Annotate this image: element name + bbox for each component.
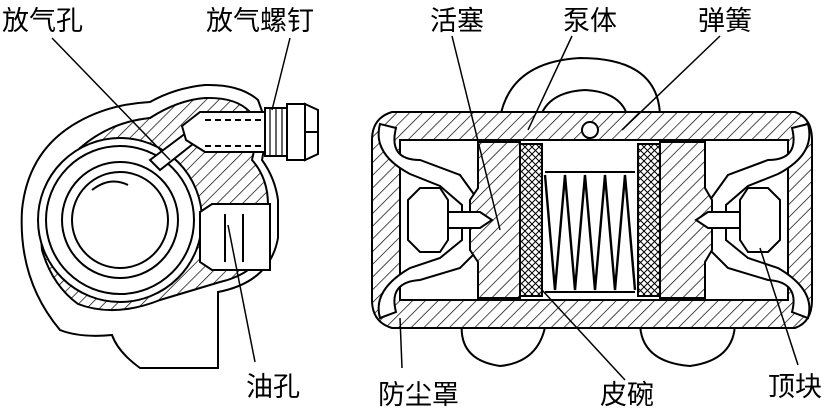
piston-right — [659, 141, 713, 299]
label-spring: 弹簧 — [698, 6, 752, 37]
leader-lines — [51, 35, 799, 381]
bottom-lobe-right — [639, 321, 736, 368]
side-view — [20, 83, 319, 369]
label-dust-cover: 防尘罩 — [378, 380, 459, 411]
label-pump-body: 泵体 — [563, 6, 617, 37]
bottom-lobe-left — [460, 321, 547, 368]
dust-cover-left — [377, 122, 479, 320]
label-bleed-hole: 放气孔 — [2, 6, 83, 37]
bore-curl — [91, 180, 129, 191]
cup-left — [519, 143, 543, 297]
label-bleed-screw: 放气螺钉 — [206, 6, 314, 37]
oil-hole-port — [199, 203, 271, 271]
label-push-block: 顶块 — [768, 372, 822, 403]
push-block-left — [407, 187, 449, 253]
spring — [543, 174, 637, 291]
section-view — [371, 56, 813, 368]
bleed-screw — [180, 102, 319, 162]
top-port — [581, 121, 599, 139]
dust-cover-right — [709, 122, 811, 320]
push-block-right — [739, 187, 781, 253]
cup-right — [637, 143, 661, 297]
bore-core — [71, 171, 169, 269]
label-piston: 活塞 — [430, 6, 484, 37]
top-dome — [499, 56, 661, 119]
label-cup: 皮碗 — [600, 380, 654, 411]
label-oil-hole: 油孔 — [246, 372, 300, 403]
